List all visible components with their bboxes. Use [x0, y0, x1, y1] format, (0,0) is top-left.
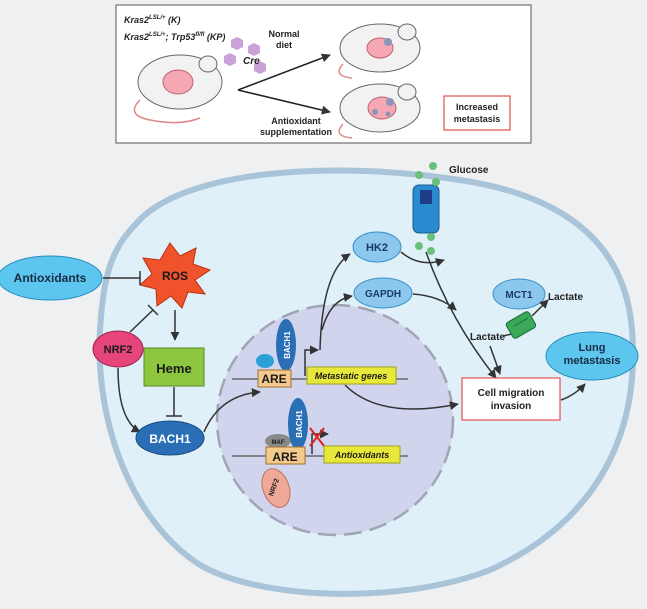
cre-particles-icon [224, 37, 266, 74]
ros-label: ROS [162, 269, 188, 283]
antioxidants-gene-label: Antioxidants [334, 450, 390, 460]
increased-metastasis-box [443, 95, 511, 131]
are-box-top [257, 369, 292, 388]
are-box-bottom [265, 446, 306, 465]
gapdh-node [353, 277, 413, 309]
mct1-transporter-icon [505, 311, 537, 339]
transcription-start-arrow [304, 345, 319, 376]
lung-metastasis-node [545, 331, 639, 381]
nrf2-small-node [261, 468, 291, 508]
arrow-lactate-migration [489, 345, 502, 375]
lactate-intracellular-label: Lactate [470, 332, 505, 343]
nucleus [215, 303, 455, 537]
cell-migration-box [461, 377, 561, 421]
gapdh-label: GAPDH [365, 289, 401, 300]
arrow-genes-gapdh [321, 293, 353, 331]
metastatic-genes-box [306, 366, 397, 385]
arrow-hk2-glycolysis [400, 251, 445, 267]
arrow-gapdh-lactate [412, 293, 457, 311]
arrow-migration-lung [560, 383, 586, 401]
genotype-kp-label: Kras2LSL/+; Trp53fl/fl (KP) [124, 32, 225, 42]
cre-label: Cre [243, 56, 260, 67]
antioxidants-node [0, 255, 103, 301]
mct1-node [492, 278, 546, 310]
mouse-left-image [133, 54, 223, 124]
are-bottom-label: ARE [272, 450, 297, 464]
nrf2-node [92, 330, 144, 368]
antioxidants-label: Antioxidants [14, 271, 87, 285]
bach1-dna-bound-top [276, 319, 296, 371]
arrow-glucose-migration [425, 251, 497, 379]
maf-node [265, 434, 291, 448]
arrow-lactate-export [531, 299, 549, 317]
lactate-extracellular-label: Lactate [548, 292, 583, 303]
inhibit-nrf2-ros [129, 309, 154, 333]
are-top-label: ARE [261, 372, 286, 386]
arrow-bach1-nucleus [203, 388, 261, 433]
arrow-genes-migration [344, 384, 459, 411]
bach1-top-label: BACH1 [283, 331, 292, 359]
glucose-transporter-icon [412, 184, 440, 234]
mouse-antioxidant-image [338, 83, 421, 139]
maf-label: MAF [272, 440, 285, 446]
mouse-normal-image [338, 23, 421, 79]
bach1-label: BACH1 [149, 432, 191, 446]
nrf2-label: NRF2 [104, 344, 133, 356]
genotype-k-label: Kras2LSL/+ (K) [124, 15, 181, 25]
arrow-nrf2-bach1 [117, 367, 141, 433]
hk2-label: HK2 [366, 242, 388, 254]
mct1-label: MCT1 [505, 290, 533, 301]
glucose-label: Glucose [449, 165, 489, 176]
heme-box [143, 347, 205, 387]
bach1-bottom-label: BACH1 [295, 410, 304, 438]
cofactor-icon [256, 354, 274, 368]
metastatic-genes-label: Metastatic genes [315, 371, 388, 381]
experiment-panel: Kras2LSL/+ (K) Kras2LSL/+; Trp53fl/fl (K… [115, 4, 532, 144]
bach1-node [135, 420, 205, 456]
hk2-node [352, 231, 402, 263]
bach1-dna-bound-bottom [288, 398, 308, 450]
antioxidants-gene-box [323, 445, 401, 464]
heme-label: Heme [156, 361, 191, 376]
glucose-molecules-icon [415, 162, 440, 255]
arrow-genes-hk2 [319, 253, 351, 351]
blocked-transcription-icon [309, 427, 329, 454]
ros-burst [138, 242, 212, 309]
